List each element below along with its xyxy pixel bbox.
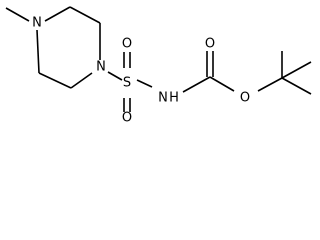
atom-oxygen-sulfonyl-bottom: O: [122, 111, 132, 126]
bond-ring-c2-c3: [69, 6, 101, 24]
bond-n-s: [107, 71, 123, 81]
bond-c-o-ester: [209, 76, 235, 92]
bond-nh-carbonyl-c: [182, 76, 211, 93]
atom-oxygen-ester: O: [240, 91, 250, 106]
bond-o-c-quaternary: [257, 77, 283, 92]
bond-methyl-n: [5, 7, 30, 22]
chemical-structure: N N S O O N H O O: [5, 6, 312, 126]
bond-ring-n4-c5: [70, 72, 93, 89]
atom-oxygen-sulfonyl-top: O: [122, 37, 132, 52]
atom-sulfur: S: [123, 76, 131, 91]
bond-ring-n1-c2: [44, 6, 71, 22]
atom-hydrogen-amide: H: [169, 91, 179, 106]
bond-tbu-methyl-right: [281, 61, 312, 79]
atom-n-methyl-piperazine: N: [32, 16, 42, 31]
bond-s-nh: [136, 79, 153, 88]
atom-oxygen-carbonyl: O: [205, 37, 215, 52]
atom-n-amide: N: [158, 91, 168, 106]
bond-tbu-methyl-down: [281, 77, 312, 95]
bond-ring-c6-n1: [36, 29, 40, 74]
bond-ring-c5-c6: [38, 72, 72, 89]
atom-n-sulfonyl-piperazine: N: [96, 60, 106, 75]
